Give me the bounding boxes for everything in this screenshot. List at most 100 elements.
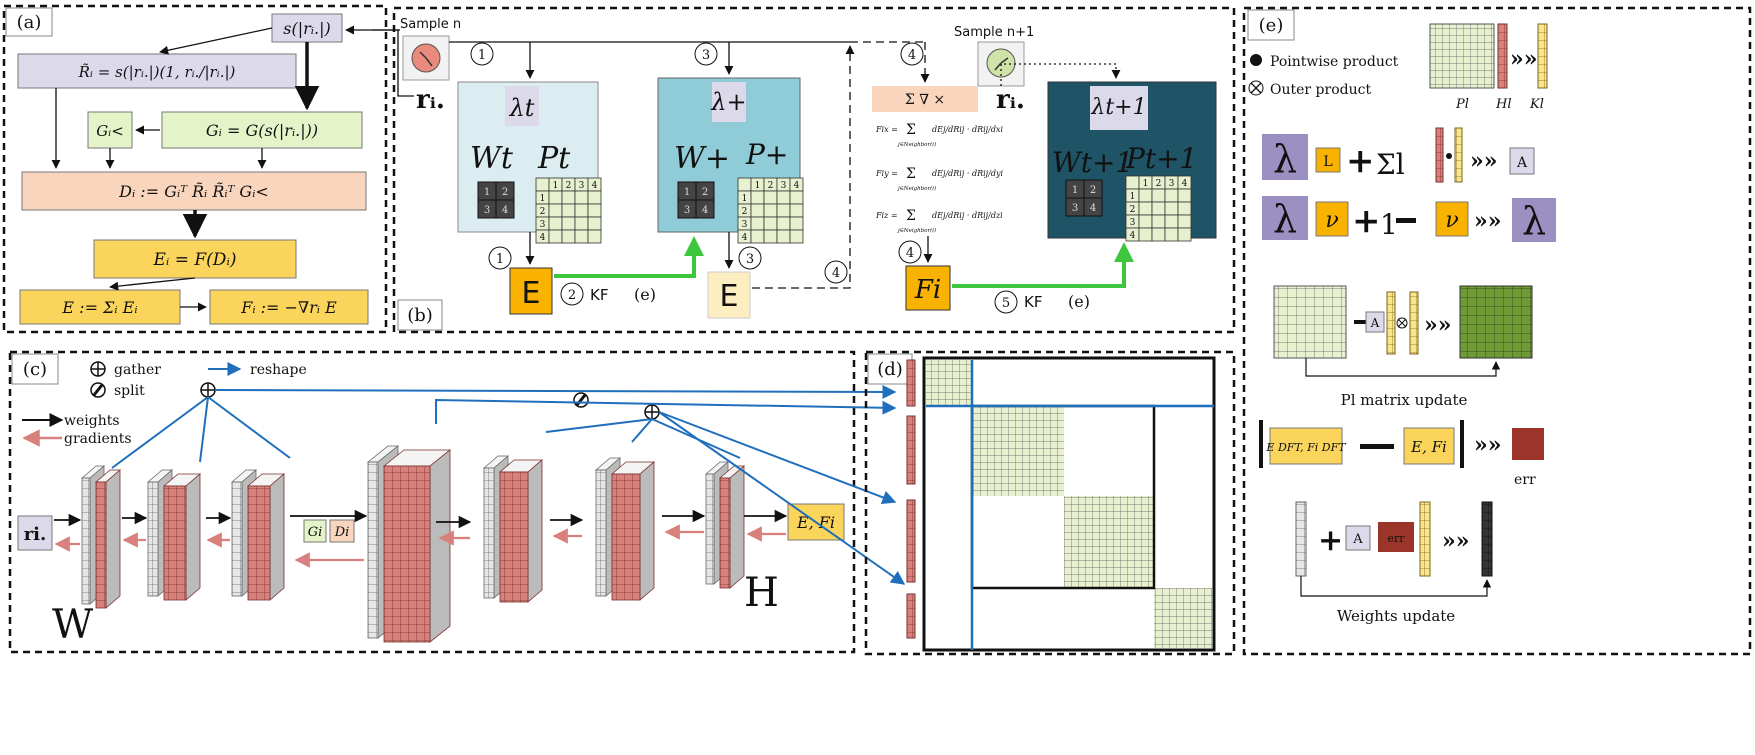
a-box-2 (1365, 311, 1385, 333)
eq-z: dEj/dRij · dRij/dzi (932, 211, 1003, 220)
e-def-text: Eᵢ = F(Dᵢ) (153, 250, 237, 270)
p-cell (776, 190, 791, 205)
p-cell (1151, 227, 1166, 242)
k-l-vector (1537, 23, 1548, 89)
sum-vec-gold (1454, 127, 1463, 183)
sum-l: Σl (1376, 148, 1405, 181)
kf-label-2: KF (1024, 293, 1042, 311)
legend-split: split (114, 383, 145, 399)
layer-6-weights-face (705, 473, 715, 585)
step-4-top: 4 (908, 48, 916, 63)
input-r-box (17, 515, 53, 551)
layer-3-hidden-face (383, 465, 431, 643)
w-cell-label: 1 (1072, 185, 1078, 196)
panel-a-label-box (5, 7, 53, 37)
panel-c-legend: gather split reshape weights gradients (22, 361, 307, 447)
arrow-3: »» (1474, 208, 1502, 234)
h-label: H (744, 570, 779, 616)
panel-c: (c) gather split reshape weights gradien… (8, 350, 906, 654)
nu-text-1: ν (1325, 208, 1338, 233)
w-update-arrow (1300, 576, 1492, 597)
panel-d-border (864, 350, 1236, 656)
d-tag-text: Di (334, 525, 350, 540)
e-box-first-text: E (522, 276, 541, 311)
lambda-text-3: λ (1522, 199, 1546, 243)
p-col-label: 2 (768, 181, 774, 191)
layer-5-hidden (610, 461, 656, 601)
w-cell (495, 199, 515, 219)
p-cell (1177, 188, 1192, 203)
w-cell-label: 3 (484, 205, 490, 216)
layer-2-hidden-side (269, 473, 285, 601)
f-def-box (209, 289, 369, 325)
w-cell-label: 4 (702, 205, 708, 216)
w-cell-label: 4 (502, 205, 508, 216)
p-l-label: Pl (1455, 97, 1469, 112)
panel-d: (d) (864, 350, 1236, 656)
panel-b: (b) Sample n rᵢ. Sample n+1 rᵢ. λt Wt Pt (345, 6, 1236, 334)
p-plus: P+ (745, 138, 788, 171)
p-cell (763, 216, 778, 231)
w-cell (695, 199, 715, 219)
panel-e-label-box (1247, 9, 1295, 41)
p-cell (548, 203, 563, 218)
panel-c-label: (c) (23, 359, 47, 380)
g-def-text: Gᵢ = G(s(|rᵢ.|)) (206, 121, 318, 140)
p-col-label: 1 (553, 181, 559, 191)
ops-text: Σ ∇ × (905, 92, 945, 108)
w-cell-label: 4 (1090, 203, 1096, 214)
r-input-label-n1: rᵢ. (996, 85, 1025, 115)
lambda-t1: λt+1 (1090, 95, 1146, 120)
p-cell (789, 229, 804, 244)
p-cell (1125, 175, 1140, 190)
err-box-small (1378, 522, 1414, 552)
w-t1: Wt+1 (1052, 146, 1133, 179)
lambda-plus: λ+ (710, 88, 746, 116)
step-3-top: 3 (702, 48, 710, 63)
fi-box-text: Fi (914, 275, 941, 305)
p-row-label: 4 (540, 233, 546, 243)
p-cell (587, 229, 602, 244)
p-cell (763, 203, 778, 218)
layer-1-hidden-side (185, 473, 201, 601)
one-text: 1 (1380, 208, 1398, 241)
p-cell (561, 190, 576, 205)
p-cell (561, 229, 576, 244)
p-cell (587, 203, 602, 218)
step-4-bottom: 4 (906, 246, 914, 261)
p-l-matrix (1429, 23, 1495, 89)
k-vec-1 (1386, 291, 1396, 355)
p-t1: Pt+1 (1125, 142, 1197, 175)
k-vec-2 (1409, 291, 1419, 355)
p-col-label: 2 (566, 181, 572, 191)
p-matrix-new (1459, 285, 1533, 359)
layer-4-hidden-side (527, 459, 543, 603)
abs-bar-right (1460, 420, 1464, 468)
p-cell (1151, 188, 1166, 203)
p-row-label: 4 (742, 233, 748, 243)
w-plus: W+ (674, 141, 730, 176)
p-cell (561, 216, 576, 231)
eq-sum-y: Σ (906, 166, 916, 182)
kf-label-1: KF (590, 286, 608, 304)
p-row-label: 3 (540, 220, 546, 230)
layer-3-hidden-side (429, 449, 451, 643)
p-col-label: 4 (1182, 179, 1188, 189)
p-cell (574, 203, 589, 218)
f-def-text: Fᵢ := −∇rᵢ E (240, 298, 337, 317)
force-equations: Fix = Σ j∈Neighbor(i) dEj/dRij · dRij/dx… (875, 122, 1003, 234)
panel-d-label-box (867, 353, 913, 385)
sample-n1-label: Sample n+1 (954, 25, 1034, 40)
eq-sum-x: Σ (906, 122, 916, 138)
pointwise-icon (1250, 54, 1262, 66)
p-col-label: 3 (1169, 179, 1175, 189)
p-row-label: 2 (540, 207, 546, 217)
p-cell (1177, 214, 1192, 229)
plus-1: + (1346, 141, 1375, 181)
w-cell-label: 2 (702, 187, 708, 198)
nu-box-2 (1435, 201, 1469, 237)
e-box-second-text: E (720, 279, 739, 314)
